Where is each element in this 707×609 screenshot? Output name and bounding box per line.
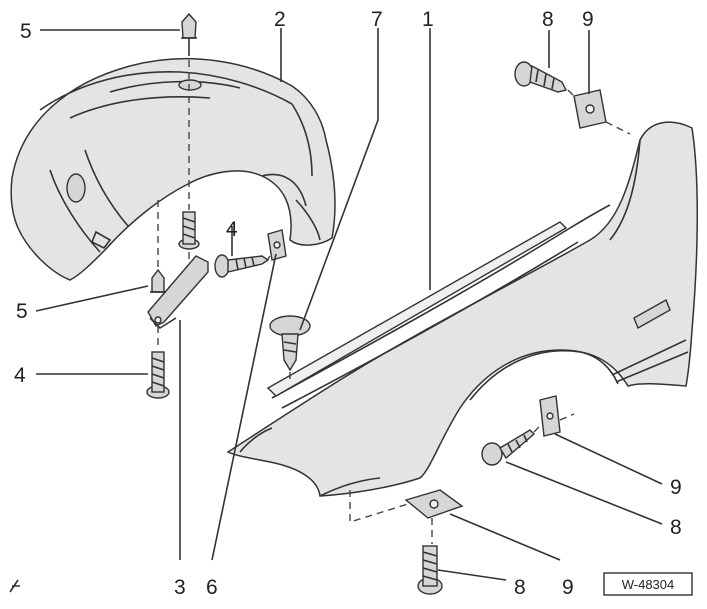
bolt-top [514,61,568,93]
clip-nut-right [539,395,561,437]
clip-nut-top [573,89,607,129]
callout-8-top: 8 [542,8,554,31]
side-marker-recess [633,298,671,330]
expanding-rivet [269,315,311,372]
leader-lines [35,28,663,581]
clip-nut-6 [267,229,287,261]
bolt-right [481,429,536,466]
callout-9-right: 9 [670,476,682,499]
callout-4-lower: 4 [14,364,26,387]
clip-nut-bottom [404,489,464,519]
callout-4-mid: 4 [226,218,238,241]
callout-9-top: 9 [582,8,594,31]
callout-labels: 5 2 7 1 8 9 4 5 4 9 8 3 6 8 9 [14,8,682,599]
wheel-housing-liner [10,58,336,281]
callout-3: 3 [174,576,186,599]
reference-code: W-48304 [622,577,675,592]
callout-7: 7 [371,8,383,31]
callout-9-bottom: 9 [562,576,574,599]
callout-1: 1 [422,8,434,31]
fender-edge-strip [266,221,568,397]
corner-mark [9,579,20,593]
liner-grommet [66,173,86,203]
mounting-bracket [147,255,209,330]
screw-upper [178,211,200,250]
callout-5-top: 5 [20,20,32,43]
bolt-bottom [417,545,443,595]
expanding-clip-top [181,12,197,56]
callout-5-lower: 5 [16,300,28,323]
reference-code-box: W-48304 [603,572,693,596]
front-fender [226,121,699,497]
liner-clip-hole [178,79,202,91]
expanding-clip-lower [150,268,166,293]
callout-8-right: 8 [670,516,682,539]
callout-6: 6 [206,576,218,599]
screw-lower [146,351,170,399]
callout-2: 2 [274,8,286,31]
assembly-lines [157,60,631,544]
callout-8-bottom: 8 [514,576,526,599]
screw-horizontal [214,254,270,278]
